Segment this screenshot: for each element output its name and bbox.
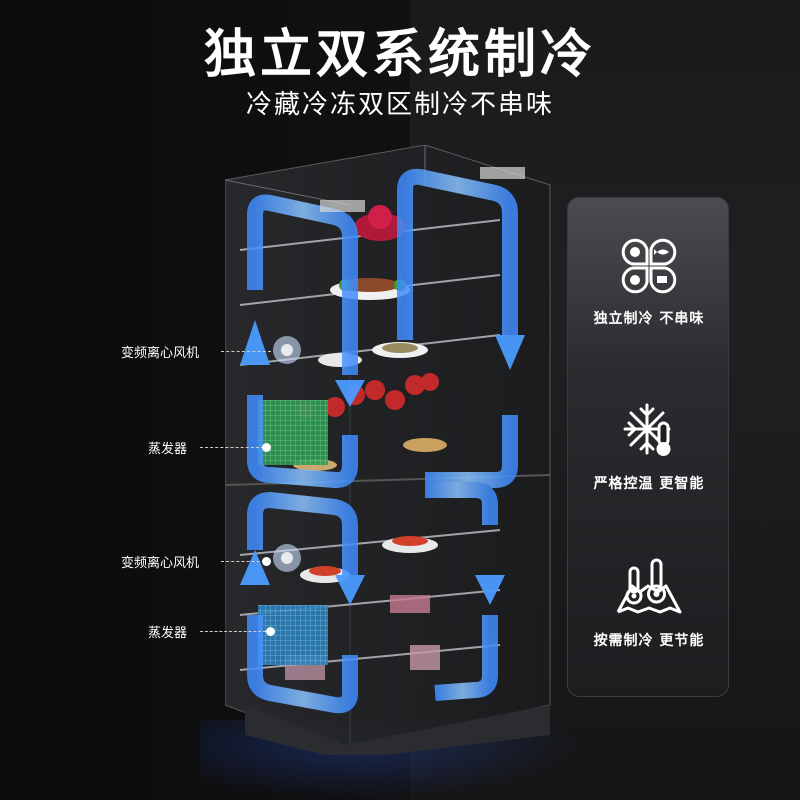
callout-evaporator-lower: 蒸发器 [148,626,188,641]
callout-dot-evaporator-lower [266,627,275,636]
callout-evaporator-upper: 蒸发器 [148,442,188,457]
four-food-zones-icon [621,238,677,294]
callout-leader-evaporator-lower [200,631,266,632]
feature-precise-temperature: 严格控温 更智能 [568,401,730,493]
snowflake-thermometer-icon [623,403,671,456]
fridge-illustration [225,145,551,755]
callout-fan-lower: 变频离心风机 [121,556,200,571]
page-subtitle: 冷藏冷冻双区制冷不串味 [245,90,554,120]
callout-fan-upper: 变频离心风机 [121,346,200,361]
callout-leader-evaporator-upper [200,447,264,448]
feature-text: 独立制冷 不串味 [593,311,705,327]
callout-dot-fan-lower [262,557,271,566]
page-title: 独立双系统制冷 [203,25,596,85]
callout-leader-fan-lower [221,561,265,562]
feature-on-demand-cooling: 按需制冷 更节能 [568,558,730,650]
thermometers-map-icon [616,558,682,614]
feature-panel: 独立制冷 不串味 严格控温 更智能 [567,197,729,697]
feature-independent-cooling: 独立制冷 不串味 [568,236,730,328]
callout-leader-fan-upper [221,351,271,352]
feature-text: 严格控温 更智能 [593,476,705,492]
feature-text: 按需制冷 更节能 [593,633,705,649]
callout-dot-evaporator-upper [262,443,271,452]
